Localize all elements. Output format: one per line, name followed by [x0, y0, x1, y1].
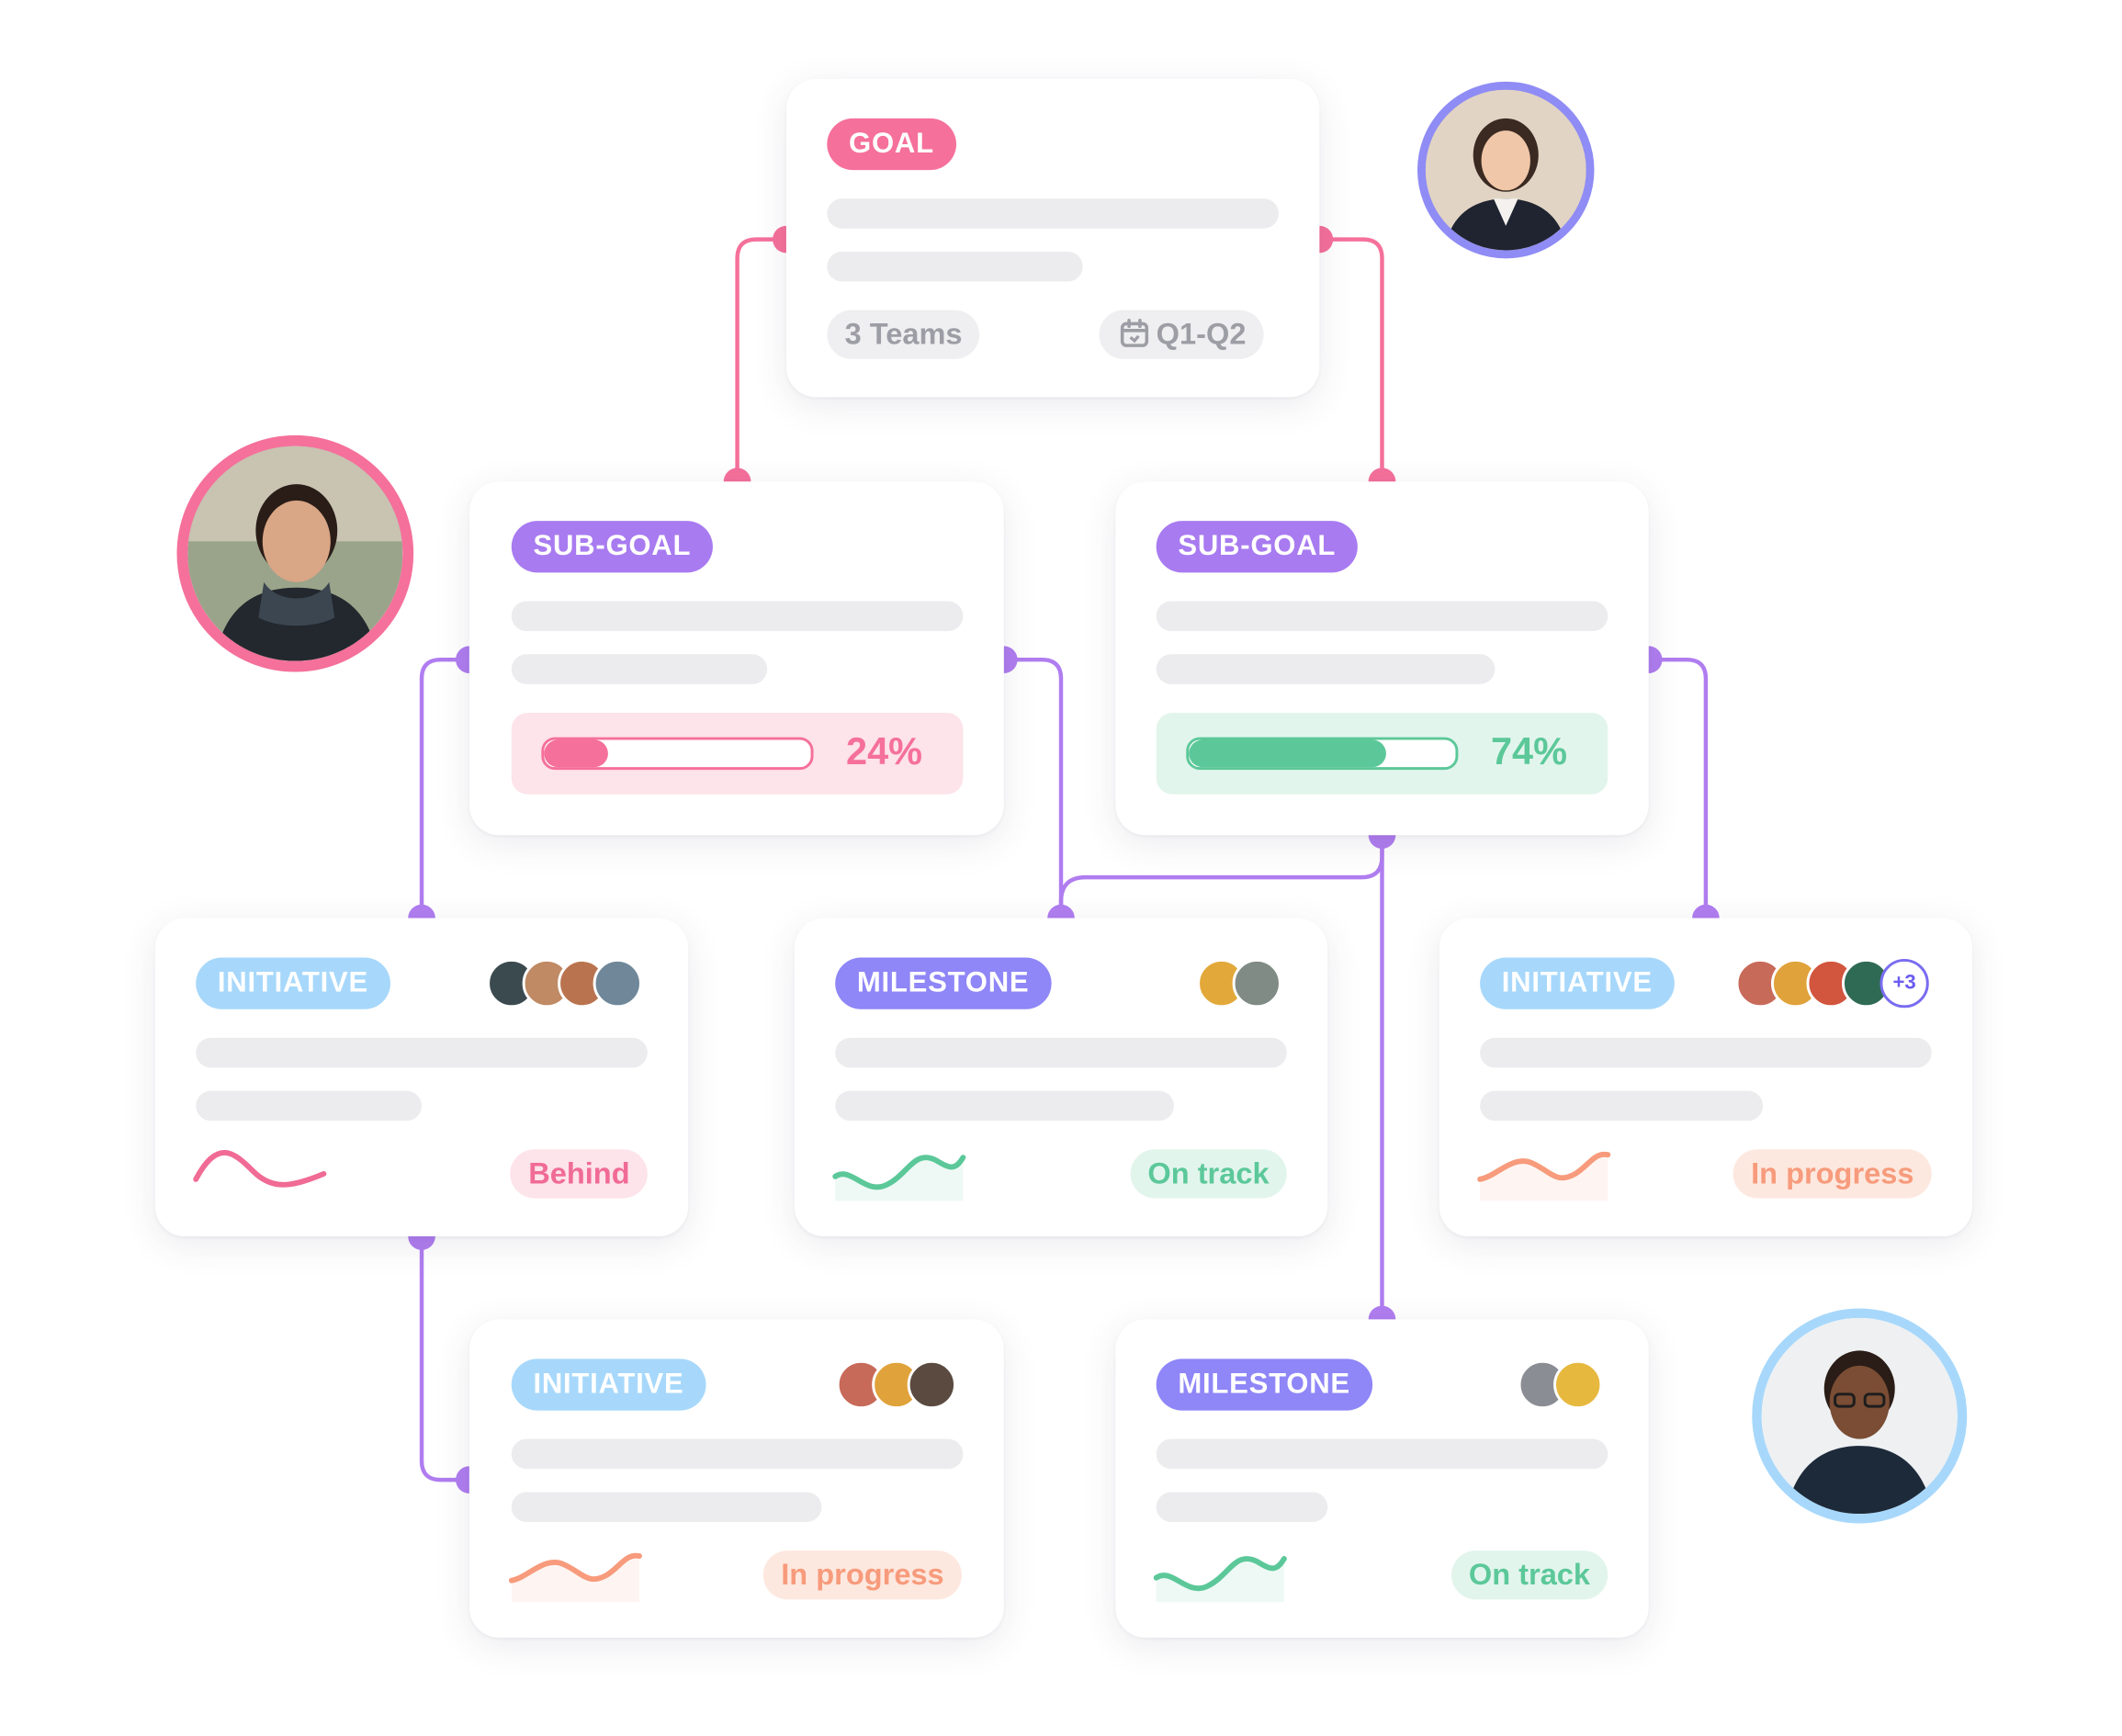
progress-panel: 74%	[1157, 713, 1608, 795]
goal-card[interactable]: GOAL 3 Teams Q1-Q2	[786, 79, 1319, 398]
placeholder-line	[1157, 602, 1608, 632]
placeholder-line	[1157, 1492, 1328, 1522]
period-label: Q1-Q2	[1157, 317, 1247, 351]
subgoal-card[interactable]: SUB-GOAL 74%	[1115, 481, 1648, 835]
initiative-tag: INITIATIVE	[196, 957, 389, 1009]
status-badge: In progress	[763, 1550, 962, 1599]
owner-avatar	[1417, 82, 1595, 259]
status-badge: On track	[1130, 1149, 1287, 1198]
trend-sparkline	[193, 1144, 329, 1198]
placeholder-line	[827, 252, 1082, 282]
placeholder-line	[512, 1439, 964, 1470]
placeholder-line	[1157, 1439, 1608, 1470]
status-badge: Behind	[511, 1149, 648, 1198]
placeholder-line	[835, 1038, 1287, 1068]
trend-sparkline	[509, 1542, 645, 1602]
connector-subgoal-initiative-left	[422, 659, 469, 918]
assignee-avatar	[1233, 959, 1281, 1008]
initiative-card[interactable]: INITIATIVE In progress	[469, 1319, 1004, 1638]
initiative-card[interactable]: INITIATIVE Behind	[155, 919, 688, 1237]
person-man-icon	[187, 446, 402, 661]
placeholder-line	[196, 1038, 648, 1068]
initiative-tag: INITIATIVE	[512, 1358, 705, 1410]
placeholder-line	[1157, 654, 1496, 684]
person-woman-icon	[1426, 90, 1586, 251]
connector-subgoal2-milestone	[1061, 835, 1382, 918]
trend-sparkline	[1477, 1141, 1613, 1201]
milestone-card[interactable]: MILESTONE On track	[1115, 1319, 1648, 1638]
status-badge: On track	[1451, 1550, 1608, 1599]
placeholder-line	[512, 1492, 822, 1522]
progress-percent: 74%	[1491, 730, 1567, 773]
status-badge: In progress	[1733, 1149, 1932, 1198]
period-chip: Q1-Q2	[1099, 310, 1263, 359]
initiative-tag: INITIATIVE	[1480, 957, 1674, 1009]
initiative-card[interactable]: INITIATIVE +3 In progress	[1439, 919, 1972, 1237]
placeholder-line	[1480, 1091, 1763, 1122]
connector-subgoal2-initiative-right	[1649, 659, 1706, 918]
teams-chip: 3 Teams	[827, 310, 979, 359]
placeholder-line	[1480, 1038, 1932, 1068]
placeholder-line	[512, 654, 767, 684]
connector-initiative-initiative	[422, 1236, 469, 1480]
progress-panel: 24%	[512, 713, 964, 795]
milestone-card[interactable]: MILESTONE On track	[795, 919, 1327, 1237]
progress-fill	[544, 740, 608, 768]
owner-avatar	[1752, 1309, 1967, 1524]
trend-sparkline	[1154, 1542, 1290, 1602]
more-assignees-badge[interactable]: +3	[1879, 959, 1928, 1008]
placeholder-line	[196, 1091, 422, 1122]
placeholder-line	[512, 602, 964, 632]
placeholder-line	[827, 198, 1279, 229]
connector-goal-subgoal-left	[738, 240, 786, 482]
placeholder-line	[835, 1091, 1174, 1122]
assignee-avatar	[908, 1360, 956, 1409]
assignee-avatar	[1553, 1360, 1602, 1409]
subgoal-tag: SUB-GOAL	[1157, 521, 1358, 572]
milestone-tag: MILESTONE	[835, 957, 1051, 1009]
owner-avatar	[177, 435, 414, 672]
connector-subgoal-milestone	[1004, 659, 1061, 918]
milestone-tag: MILESTONE	[1157, 1358, 1372, 1410]
progress-percent: 24%	[846, 730, 922, 773]
progress-fill	[1189, 740, 1386, 768]
progress-track	[1186, 738, 1458, 771]
subgoal-tag: SUB-GOAL	[512, 521, 713, 572]
assignee-avatar	[593, 959, 642, 1008]
goal-tag: GOAL	[827, 118, 955, 170]
progress-track	[541, 738, 813, 771]
trend-sparkline	[832, 1141, 968, 1201]
calendar-icon	[1118, 317, 1151, 350]
person-man-glasses-icon	[1762, 1318, 1958, 1514]
subgoal-card[interactable]: SUB-GOAL 24%	[469, 481, 1004, 835]
connector-goal-subgoal-right	[1319, 240, 1382, 482]
